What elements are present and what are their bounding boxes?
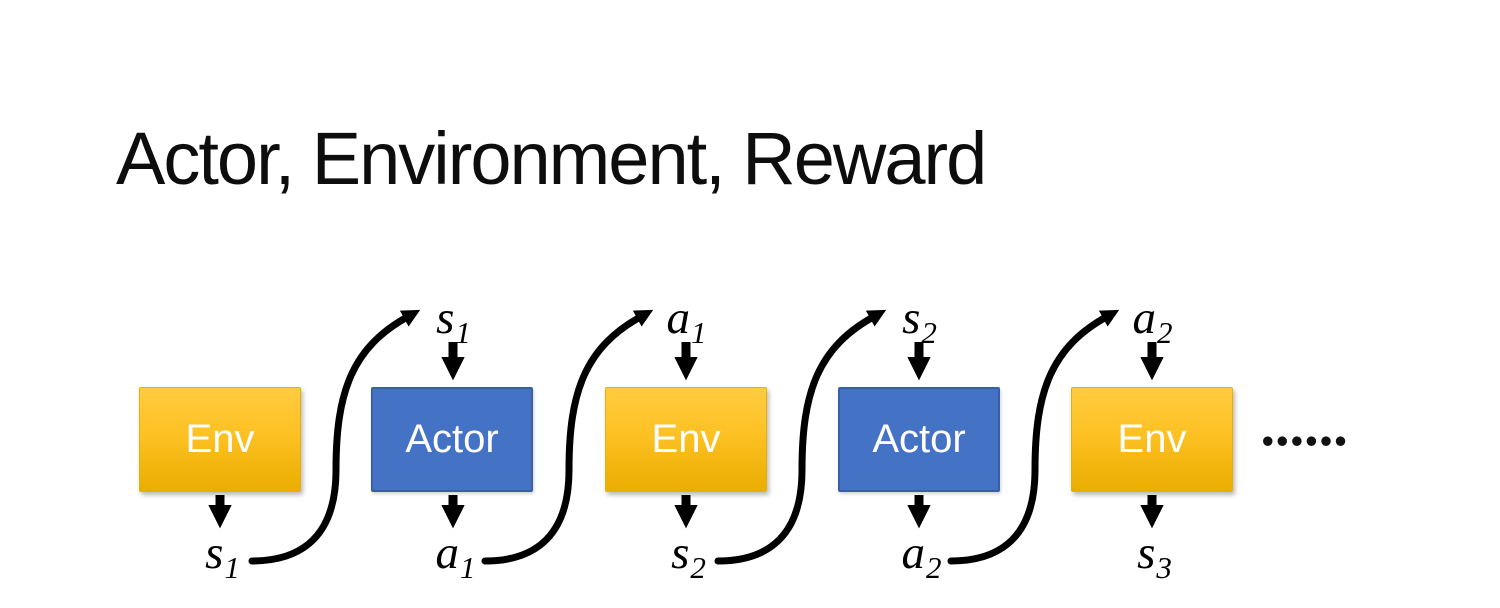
- slide-title: Actor, Environment, Reward: [116, 117, 987, 200]
- bottom-label-s1-sub: 1: [224, 550, 240, 585]
- bottom-label-s2: s2: [671, 527, 706, 584]
- top-label-a1: a1: [666, 292, 707, 349]
- bottom-label-s2-base: s: [671, 527, 690, 579]
- env-box-2: Env: [605, 387, 767, 492]
- top-label-a2-base: a: [1132, 292, 1157, 344]
- ellipsis-dots: ••••••: [1262, 422, 1350, 459]
- top-label-a2: a2: [1132, 292, 1173, 349]
- env-box-3: Env: [1071, 387, 1233, 492]
- flow-curve-a1: [481, 309, 654, 565]
- bottom-label-s3-base: s: [1137, 527, 1156, 579]
- bottom-label-a2: a2: [901, 527, 942, 584]
- actor-box-1: Actor: [371, 387, 533, 492]
- top-label-s1-base: s: [436, 292, 455, 344]
- bottom-label-a1-base: a: [435, 527, 460, 579]
- bottom-label-s3-sub: 3: [1156, 550, 1172, 585]
- bottom-label-s1: s1: [205, 527, 240, 584]
- actor-box-1-label: Actor: [405, 417, 499, 461]
- env-box-3-label: Env: [1117, 417, 1187, 461]
- env-box-1-label: Env: [185, 417, 255, 461]
- bottom-label-a2-sub: 2: [926, 550, 942, 585]
- bottom-label-a1: a1: [435, 527, 476, 584]
- top-label-a2-sub: 2: [1157, 315, 1173, 350]
- top-label-s1: s1: [436, 292, 471, 349]
- bottom-label-s2-sub: 2: [690, 550, 706, 585]
- top-label-s2: s2: [902, 292, 937, 349]
- top-label-s2-base: s: [902, 292, 921, 344]
- bottom-label-s1-base: s: [205, 527, 224, 579]
- top-label-a1-sub: 1: [691, 315, 707, 350]
- actor-box-2: Actor: [838, 387, 1000, 492]
- actor-box-2-label: Actor: [872, 417, 966, 461]
- top-label-s1-sub: 1: [455, 315, 471, 350]
- bottom-label-a1-sub: 1: [460, 550, 476, 585]
- env-box-2-label: Env: [651, 417, 721, 461]
- bottom-label-a2-base: a: [901, 527, 926, 579]
- env-box-1: Env: [139, 387, 301, 492]
- flow-curve-a2: [947, 309, 1120, 565]
- top-label-a1-base: a: [666, 292, 691, 344]
- flow-curve-s2: [714, 309, 887, 565]
- top-label-s2-sub: 2: [921, 315, 937, 350]
- bottom-label-s3: s3: [1137, 527, 1172, 584]
- flow-curve-s1: [248, 309, 421, 565]
